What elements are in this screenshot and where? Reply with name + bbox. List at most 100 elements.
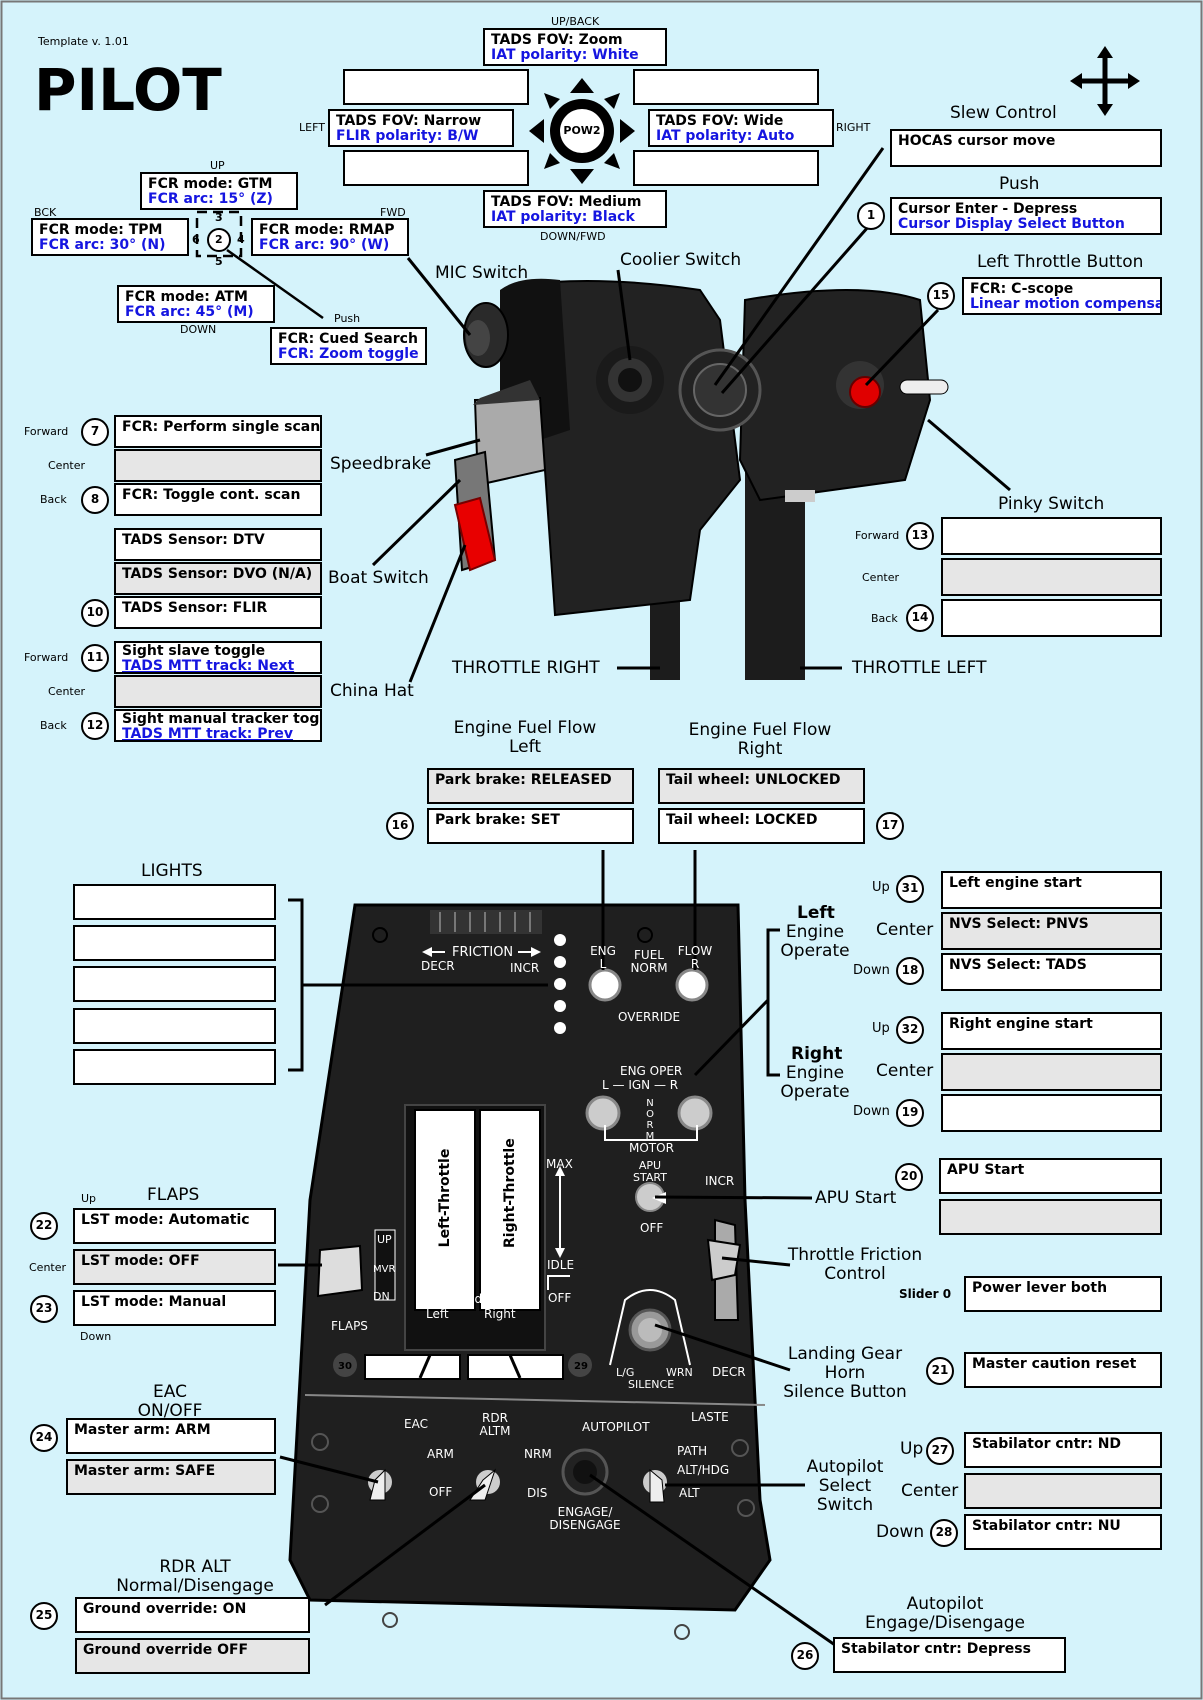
panel-apu-off: OFF	[640, 1221, 664, 1235]
badge-19: 19	[896, 1099, 924, 1127]
badge-7: 7	[81, 418, 109, 446]
badge-31: 31	[896, 875, 924, 903]
move-cross-icon	[1070, 46, 1140, 116]
slew-box: HOCAS cursor move	[890, 129, 1162, 167]
speed-forward-label: Forward	[24, 425, 69, 438]
badge-21: 21	[926, 1357, 954, 1385]
badge-18: 18	[896, 957, 924, 985]
panel-motor: MOTOR	[629, 1141, 674, 1155]
panel-friction: FRICTION	[452, 945, 514, 960]
boat-center-box: TADS Sensor: DVO (N/A)	[114, 562, 322, 595]
throttle-friction-label: Throttle Friction Control	[787, 1245, 923, 1284]
throttle-right-label: THROTTLE RIGHT	[452, 658, 600, 678]
fcr-down-label: DOWN	[180, 323, 217, 336]
pov-down-label: DOWN/FWD	[540, 230, 606, 243]
fcr-bck-label: BCK	[34, 206, 57, 219]
pov-hub-label: POW2	[563, 124, 601, 137]
badge-25: 25	[30, 1602, 58, 1630]
pov-right-label: RIGHT	[836, 121, 871, 134]
eff-right-top-box: Tail wheel: UNLOCKED	[658, 768, 865, 804]
panel-incr: INCR	[510, 961, 540, 975]
badge-26: 26	[791, 1642, 819, 1670]
speed-back-box: FCR: Toggle cont. scan	[114, 483, 322, 516]
badge-24: 24	[30, 1424, 58, 1452]
china-center-box	[114, 675, 322, 708]
mic-switch-label: MIC Switch	[435, 263, 529, 283]
panel-override: OVERRIDE	[618, 1010, 681, 1024]
panel-wrn: WRN	[666, 1366, 693, 1379]
lg-horn-box: Master caution reset	[964, 1352, 1162, 1388]
apu-start-label: APU Start	[815, 1188, 897, 1208]
panel-alt: ALT	[679, 1486, 700, 1500]
panel-fuel-norm: FUEL NORM	[630, 948, 668, 975]
fcr-hat-icon	[195, 210, 243, 258]
eff-right-label: Engine Fuel Flow Right	[688, 720, 832, 759]
eac-off-box: Master arm: SAFE	[66, 1459, 276, 1495]
autopilot-select-label: Autopilot Select Switch	[806, 1457, 884, 1515]
speed-back-label: Back	[40, 493, 67, 506]
panel-autopilot: AUTOPILOT	[582, 1420, 650, 1434]
badge-28: 28	[930, 1519, 958, 1547]
eff-right-bottom-box: Tail wheel: LOCKED	[658, 808, 865, 844]
panel-laste: LASTE	[691, 1410, 729, 1424]
lights-box-5	[73, 1049, 276, 1085]
eff-left-label: Engine Fuel Flow Left	[453, 718, 597, 757]
aps-up-box: Stabilator cntr: ND	[964, 1432, 1162, 1468]
pinky-forward-label: Forward	[855, 529, 900, 542]
reo-center-label: Center	[876, 1061, 934, 1081]
panel-eng-l: ENG L	[590, 944, 616, 971]
panel-apu-start: APU START	[633, 1159, 667, 1184]
boat-back-box: TADS Sensor: FLIR	[114, 596, 322, 629]
rdr-on-box: Ground override: ON	[75, 1597, 310, 1633]
pov-upright-box	[633, 69, 819, 105]
reo-up-box: Right engine start	[941, 1012, 1162, 1050]
panel-nrm: NRM	[524, 1447, 552, 1461]
badge-23: 23	[30, 1295, 58, 1323]
lights-box-1	[73, 884, 276, 920]
badge-27: 27	[926, 1437, 954, 1465]
badge-1: 1	[857, 202, 885, 230]
autopilot-engage-label: Autopilot Engage/Disengage	[864, 1594, 1026, 1633]
pov-left-label: LEFT	[299, 121, 325, 134]
panel-decr-2: DECR	[712, 1365, 746, 1379]
fcr-num-3: 3	[215, 211, 223, 224]
china-forward-label: Forward	[24, 651, 69, 664]
badge-12: 12	[81, 712, 109, 740]
throttle-left-label: THROTTLE LEFT	[852, 658, 987, 678]
speed-forward-box: FCR: Perform single scan	[114, 415, 322, 448]
throttle-quadrant-image	[288, 903, 772, 1640]
fcr-num-2: 2	[215, 233, 223, 246]
aps-up-label: Up	[900, 1439, 924, 1459]
eff-left-bottom-box: Park brake: SET	[427, 808, 634, 844]
badge-8: 8	[81, 486, 109, 514]
fcr-num-6: 6	[192, 233, 200, 246]
coolie-switch-label: Coolier Switch	[620, 250, 742, 270]
lights-box-4	[73, 1008, 276, 1044]
badge-17: 17	[876, 812, 904, 840]
badge-32: 32	[896, 1016, 924, 1044]
speed-center-label: Center	[48, 459, 86, 472]
panel-eac: EAC	[404, 1417, 428, 1431]
panel-dis: DIS	[527, 1486, 548, 1500]
panel-idle-off: Engine Idle/Off	[426, 1292, 515, 1306]
pinky-center-label: Center	[862, 571, 900, 584]
panel-arm: ARM	[427, 1447, 454, 1461]
badge-20: 20	[895, 1163, 923, 1191]
page-title: PILOT	[34, 56, 222, 124]
panel-off: OFF	[548, 1291, 572, 1305]
lights-box-2	[73, 925, 276, 961]
slew-control-label: Slew Control	[950, 103, 1057, 123]
rdr-alt-label: RDR ALT Normal/Disengage	[116, 1557, 274, 1596]
eff-left-top-box: Park brake: RELEASED	[427, 768, 634, 804]
autopilot-engage-box: Stabilator cntr: Depress	[833, 1637, 1066, 1673]
pinky-center-box	[941, 558, 1162, 596]
fcr-num-4: 4	[237, 233, 245, 246]
left-eo-label: Engine Operate	[780, 922, 850, 961]
apu-box-2	[939, 1199, 1162, 1235]
pinky-back-label: Back	[871, 612, 898, 625]
pov-downright-box	[633, 150, 819, 186]
